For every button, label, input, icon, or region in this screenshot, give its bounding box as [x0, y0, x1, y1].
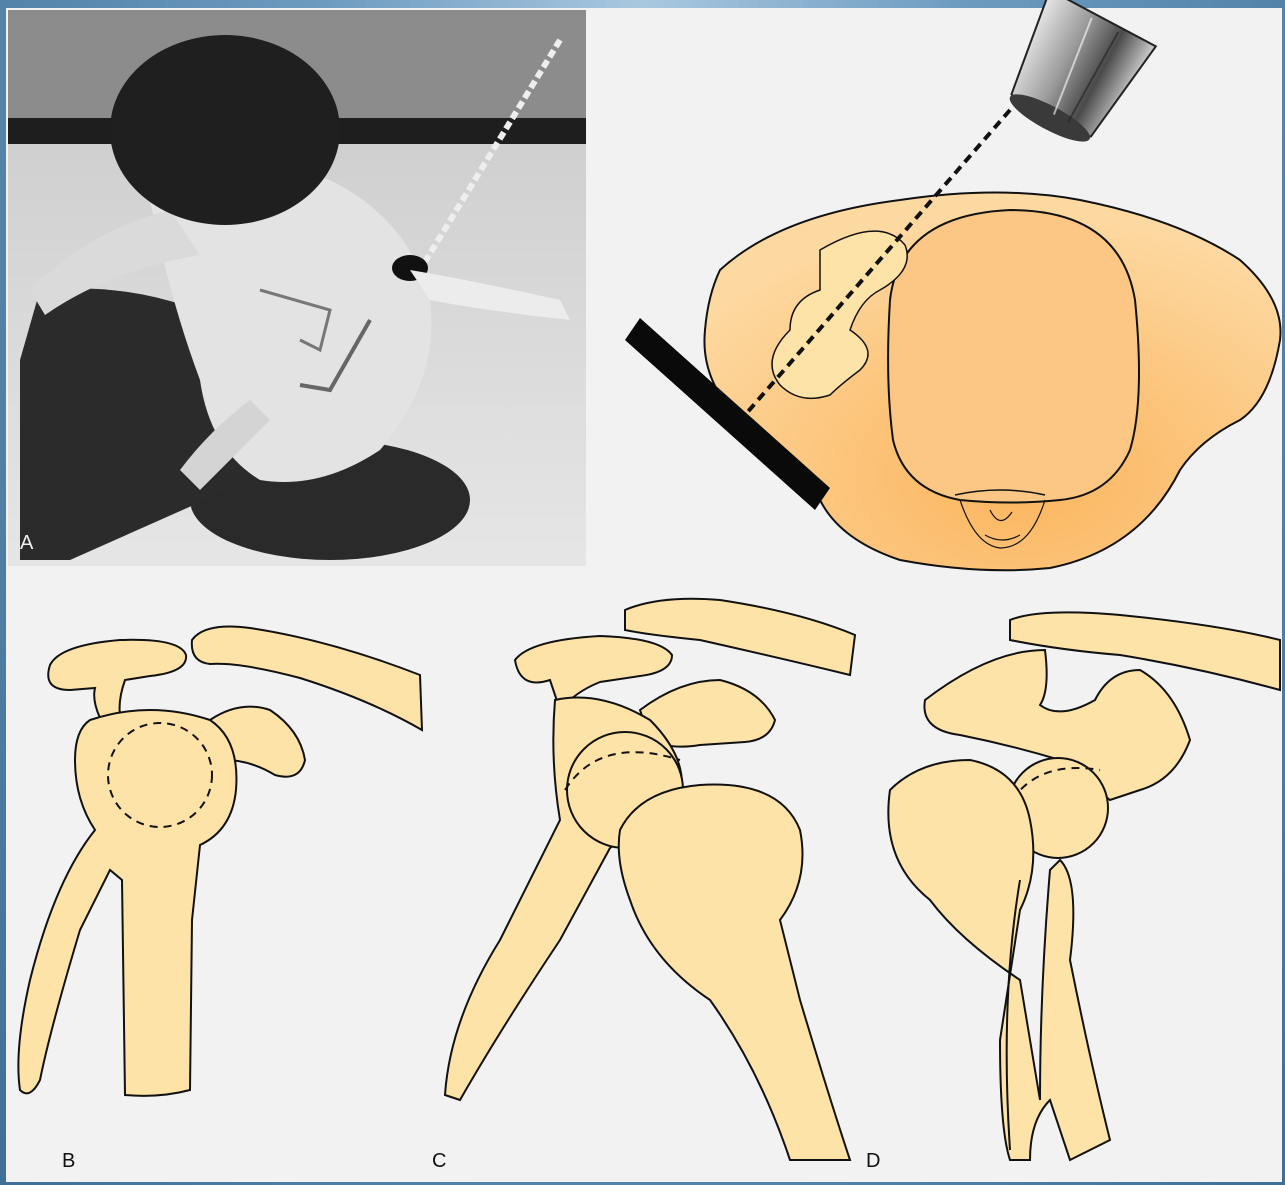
- panel-c-diagram: [445, 599, 855, 1160]
- axial-view-diagram: [625, 0, 1281, 570]
- panel-label-d: D: [866, 1150, 880, 1173]
- head-top-view: [888, 210, 1139, 503]
- x-ray-tube-icon: [991, 0, 1156, 157]
- humerus-scapula: [18, 710, 236, 1096]
- panel-label-c: C: [432, 1150, 446, 1173]
- humerus: [619, 785, 850, 1160]
- panel-b-diagram: [18, 627, 422, 1096]
- panel-label-a: A: [20, 532, 33, 555]
- panel-a-photo: [8, 10, 586, 566]
- head: [110, 35, 340, 225]
- acromion: [48, 640, 186, 718]
- panel-label-b: B: [62, 1150, 75, 1173]
- panel-d-diagram: [888, 612, 1280, 1160]
